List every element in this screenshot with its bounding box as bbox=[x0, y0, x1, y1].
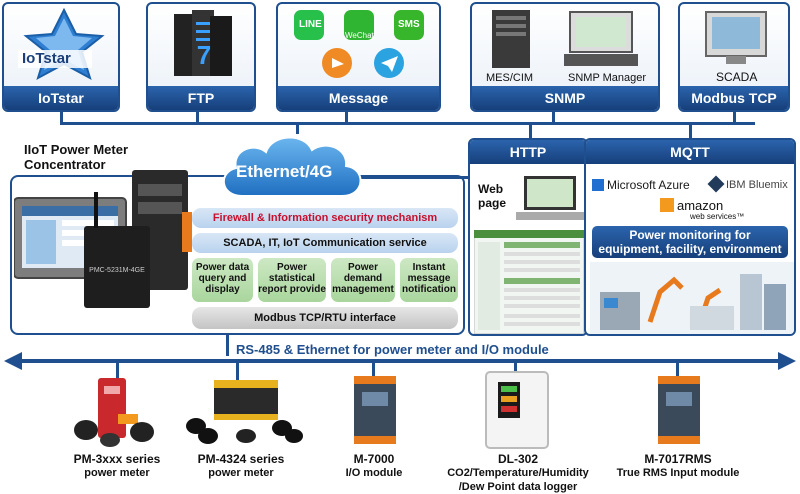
ftp-server-icon: 7 bbox=[148, 4, 254, 86]
wechat-app-label: WeChat bbox=[345, 31, 374, 40]
scada-caption: SCADA bbox=[716, 70, 758, 84]
snmp-server-icon: MES/CIM SNMP Manager bbox=[472, 4, 658, 86]
ethernet-cloud-icon bbox=[222, 136, 362, 197]
device-label-dl302: DL-302 CO2/Temperature/Humidity /Dew Poi… bbox=[436, 452, 600, 494]
banner-line1: Power monitoring for bbox=[629, 228, 751, 242]
device-sub2-dl302: /Dew Point data logger bbox=[458, 481, 578, 493]
concentrator-title: IIoT Power Meter Concentrator bbox=[24, 142, 128, 172]
concentrator-title-line2: Concentrator bbox=[24, 157, 106, 172]
banner-line2: equipment, facility, environment bbox=[598, 242, 782, 256]
top-bus-drop-snmp bbox=[552, 112, 555, 124]
top-bus-drop-http bbox=[529, 122, 532, 138]
microsoft-azure-logo: Microsoft Azure bbox=[592, 178, 690, 192]
device-sub-m7000: I/O module bbox=[345, 467, 403, 479]
service-label-ftp: FTP bbox=[148, 86, 254, 110]
concentrator-title-line1: IIoT Power Meter bbox=[24, 142, 129, 157]
snmp-caption-mes: MES/CIM bbox=[486, 72, 534, 84]
svg-text:7: 7 bbox=[197, 40, 211, 70]
device-name-m7017rms: M-7017RMS bbox=[644, 452, 712, 466]
web-page-label: Web page bbox=[478, 182, 507, 210]
laptop-icon bbox=[516, 176, 584, 220]
rs485-bus-label: RS-485 & Ethernet for power meter and I/… bbox=[236, 342, 549, 357]
top-bus-drop-ftp bbox=[196, 112, 199, 124]
aws-logo: amazon web services™ bbox=[660, 198, 744, 222]
http-header: HTTP bbox=[470, 140, 586, 164]
mqtt-panel: MQTT Microsoft Azure IBM Bluemix amazon … bbox=[584, 138, 796, 336]
windows-icon bbox=[592, 179, 604, 191]
top-bus-line bbox=[60, 122, 755, 125]
service-label-snmp: SNMP bbox=[472, 86, 658, 110]
aws-amazon-text: amazon bbox=[677, 198, 724, 213]
aws-web-services-text: web services™ bbox=[690, 212, 745, 221]
concentrator-hardware-illustration: PMC-5231M-4GE bbox=[14, 170, 192, 308]
top-bus-drop-center bbox=[296, 122, 299, 134]
device-sub-pm4324: power meter bbox=[208, 467, 274, 479]
snmp-caption-manager: SNMP Manager bbox=[568, 72, 647, 84]
cloud-label: Ethernet/4G bbox=[236, 162, 333, 181]
comm-service-bar: SCADA, IT, IoT Communication service bbox=[192, 233, 458, 253]
ibm-bluemix-logo: IBM Bluemix bbox=[707, 175, 788, 193]
rs485-bus-arrow bbox=[4, 352, 796, 370]
service-snmp: MES/CIM SNMP Manager SNMP bbox=[470, 2, 660, 112]
m7017rms-device-icon bbox=[658, 376, 700, 444]
service-label-modbus-tcp: Modbus TCP bbox=[680, 86, 788, 110]
bluemix-cube-icon bbox=[707, 175, 725, 193]
scada-computer-icon: SCADA bbox=[680, 4, 788, 86]
service-label-iotstar: IoTstar bbox=[4, 86, 118, 110]
service-label-message: Message bbox=[278, 86, 439, 110]
top-bus-drop-message bbox=[345, 112, 348, 124]
device-sub-pm3xxx: power meter bbox=[84, 467, 150, 479]
device-label-m7000: M-7000 I/O module bbox=[326, 452, 422, 480]
top-bus-drop-iotstar bbox=[60, 112, 63, 124]
feature-statistical-report: Power statistical report provide bbox=[258, 258, 326, 302]
top-bus-drop-mqtt bbox=[689, 122, 692, 138]
drop-m7017 bbox=[676, 362, 679, 380]
device-label-m7017rms: M-7017RMS True RMS Input module bbox=[610, 452, 746, 480]
feature-instant-message: Instant message notification bbox=[400, 258, 458, 302]
iotstar-logo: IoTstar bbox=[4, 4, 118, 86]
service-ftp: 7 FTP bbox=[146, 2, 256, 112]
iotstar-logo-text: IoTstar bbox=[22, 50, 71, 67]
line-app-label: LINE bbox=[299, 19, 322, 30]
service-modbus-tcp: SCADA Modbus TCP bbox=[678, 2, 790, 112]
drop-pm3xxx bbox=[116, 362, 119, 380]
feature-demand-management: Power demand management bbox=[331, 258, 395, 302]
dl302-device-icon bbox=[485, 371, 549, 449]
device-name-dl302: DL-302 bbox=[497, 452, 538, 466]
conc-to-bus-line bbox=[226, 334, 229, 356]
service-message: LINE WeChat SMS Message bbox=[276, 2, 441, 112]
ibm-bluemix-text: IBM Bluemix bbox=[726, 179, 788, 191]
device-name-pm4324: PM-4324 series bbox=[197, 452, 285, 466]
device-label-pm4324: PM-4324 series power meter bbox=[186, 452, 296, 480]
microsoft-azure-text: Microsoft Azure bbox=[607, 178, 690, 192]
drop-pm4324 bbox=[236, 362, 239, 380]
http-panel: HTTP Web page bbox=[468, 138, 588, 336]
service-iotstar: IoTstar IoTstar bbox=[2, 2, 120, 112]
m7000-device-icon bbox=[354, 376, 396, 444]
device-sub-m7017rms: True RMS Input module bbox=[616, 467, 740, 479]
pm4324-device-icon bbox=[186, 380, 303, 444]
web-page-screenshot bbox=[474, 230, 584, 334]
modbus-interface-bar: Modbus TCP/RTU interface bbox=[192, 307, 458, 329]
device-name-pm3xxx: PM-3xxx series bbox=[73, 452, 161, 466]
message-app-icons: LINE WeChat SMS bbox=[278, 4, 439, 86]
top-bus-drop-modbus bbox=[733, 112, 736, 124]
pm3xxx-device-icon bbox=[74, 378, 154, 447]
svg-text:PMC-5231M-4GE: PMC-5231M-4GE bbox=[89, 267, 145, 274]
power-monitoring-banner: Power monitoring for equipment, facility… bbox=[592, 226, 788, 258]
cloud-to-http-line bbox=[360, 176, 468, 179]
aws-box-icon bbox=[660, 198, 674, 212]
firewall-bar: Firewall & Information security mechanis… bbox=[192, 208, 458, 228]
device-sub-dl302: CO2/Temperature/Humidity bbox=[447, 467, 589, 479]
device-label-pm3xxx: PM-3xxx series power meter bbox=[62, 452, 172, 480]
feature-power-data: Power data query and display bbox=[192, 258, 253, 302]
factory-illustration bbox=[590, 262, 794, 334]
sms-app-label: SMS bbox=[398, 19, 420, 30]
drop-m7000 bbox=[372, 362, 375, 380]
mqtt-header: MQTT bbox=[586, 140, 794, 164]
device-name-m7000: M-7000 bbox=[353, 452, 395, 466]
